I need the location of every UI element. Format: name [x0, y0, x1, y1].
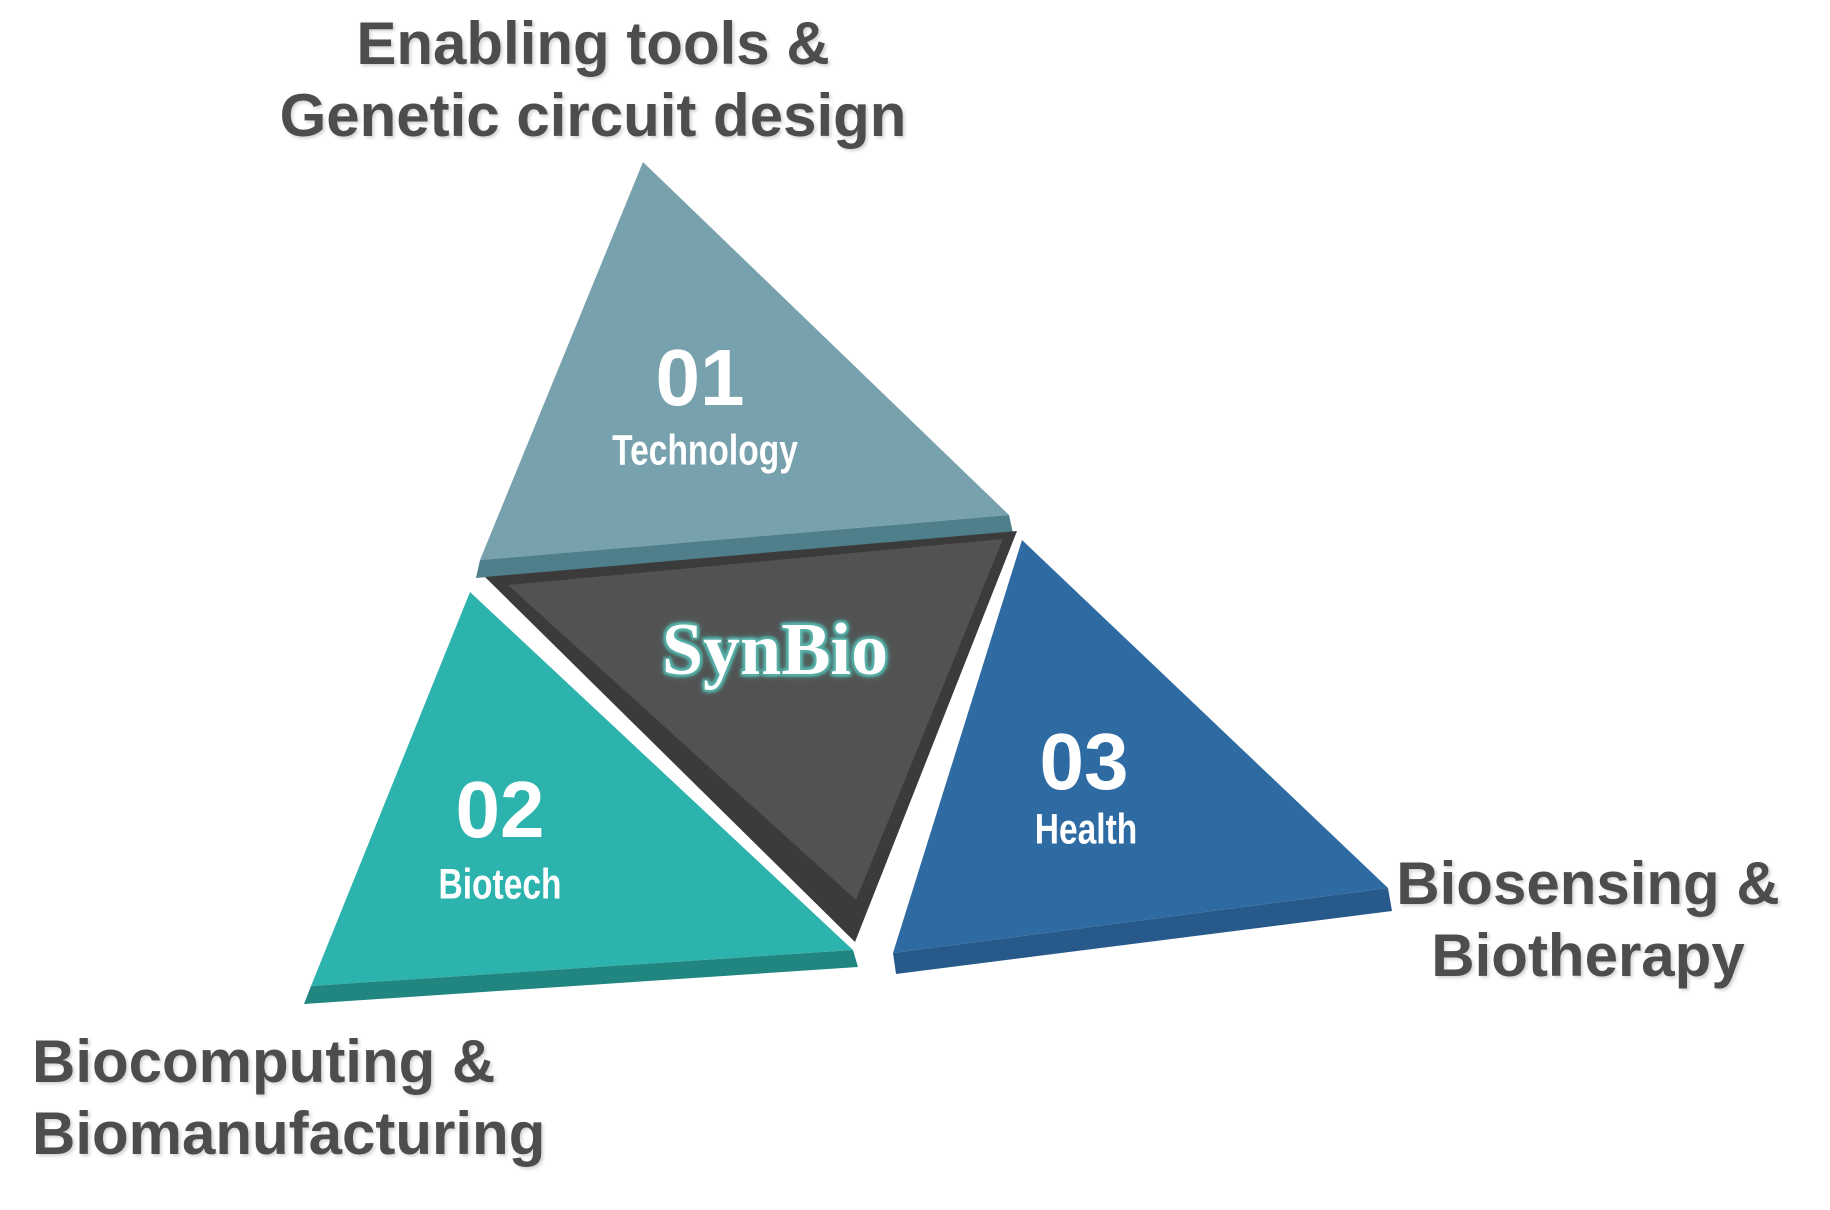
caption-biotech-line2: Biomanufacturing: [32, 1100, 546, 1167]
section-01-label-text: Technology: [612, 426, 798, 475]
section-03-label-text: Health: [1034, 805, 1138, 854]
caption-technology: Enabling tools & Genetic circuit design: [280, 8, 907, 152]
triangle-center-face: [508, 539, 1003, 900]
section-03-number: 03: [1039, 717, 1129, 806]
triangle-03-health: [893, 540, 1388, 953]
triangle-02-biotech: [311, 592, 853, 986]
caption-health-line2: Biotherapy: [1431, 922, 1745, 989]
section-01-number: 01: [655, 333, 745, 422]
caption-health-line1: Biosensing &: [1396, 850, 1780, 917]
section-02-label-text: Biotech: [438, 860, 562, 909]
triangle-01-technology: [480, 162, 1009, 560]
triangle-02-edge: [304, 950, 858, 1004]
caption-biotech: Biocomputing & Biomanufacturing: [32, 1026, 545, 1170]
synbio-center-label: SynBio: [661, 609, 889, 691]
caption-health: Biosensing & Biotherapy: [1396, 848, 1779, 992]
triangle-01-edge: [476, 515, 1013, 578]
section-01-label: Technology: [586, 426, 824, 475]
section-02-label: Biotech: [421, 860, 579, 909]
triangle-03-edge: [893, 888, 1392, 974]
caption-biotech-line1: Biocomputing &: [32, 1028, 496, 1095]
section-03-label: Health: [1020, 805, 1151, 854]
caption-technology-line1: Enabling tools &: [356, 10, 830, 77]
caption-technology-line2: Genetic circuit design: [279, 82, 907, 149]
section-02-number: 02: [455, 765, 545, 854]
